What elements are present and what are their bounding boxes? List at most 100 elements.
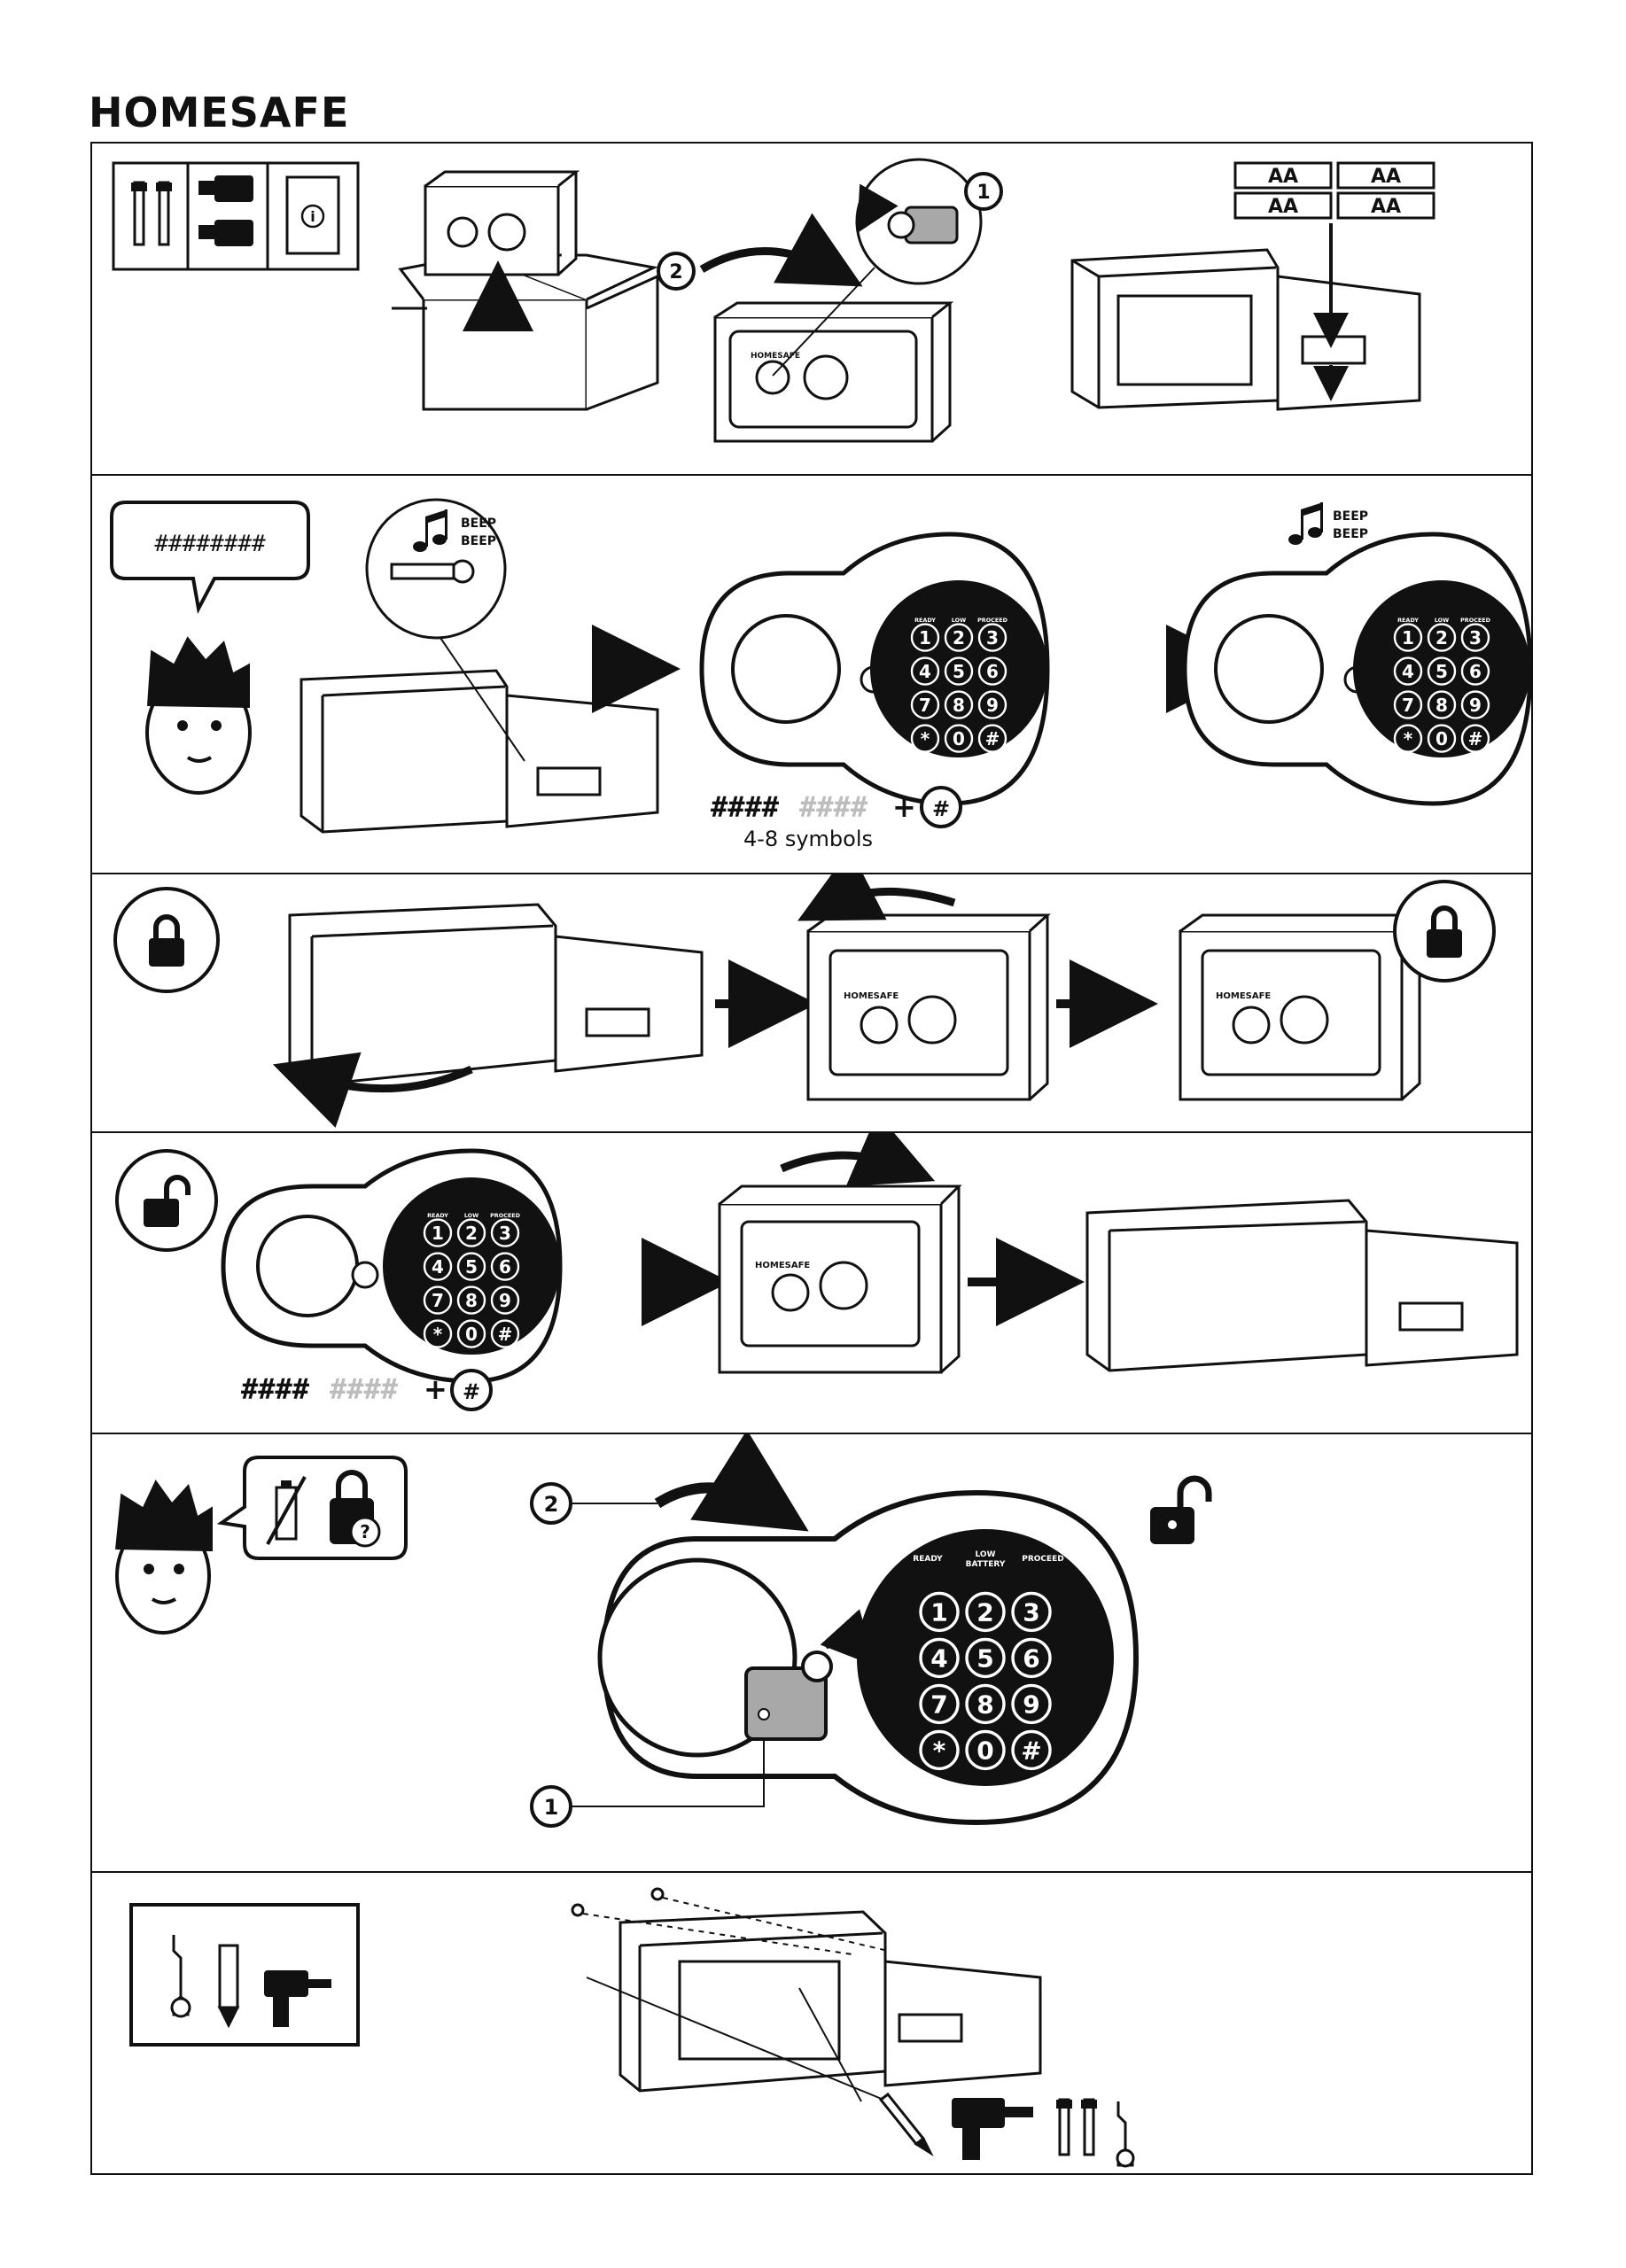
battery-label: AA [1268,196,1298,218]
keypad-key[interactable]: 2 [944,623,974,652]
keypad-key[interactable]: 0 [456,1319,486,1348]
safe-unboxing [392,170,659,411]
keypad-key[interactable]: 8 [965,1683,1006,1725]
svg-text:2: 2 [544,1492,559,1517]
keypad-key[interactable]: 8 [944,690,974,719]
keypad-key[interactable]: # [490,1319,520,1348]
indicator-label: READY [914,617,936,624]
keypad-key-label: # [985,728,1000,750]
keypad-key[interactable]: 7 [1393,690,1423,719]
keypad-key-label: 1 [432,1223,444,1244]
keypad-key[interactable]: 4 [423,1252,453,1281]
document-title: HOMESAFE [89,89,350,136]
safe-door-open [288,903,704,1087]
low-battery-icon [266,1476,307,1545]
contents-box [112,161,360,271]
keypad-key[interactable]: 1 [423,1218,453,1247]
keypad-key[interactable]: 5 [1427,656,1457,686]
keypad-key-label: 8 [953,695,965,716]
keypad-key-label: 7 [1402,695,1414,716]
keypad-key-label: 6 [1023,1643,1039,1673]
keypad-key[interactable]: 0 [965,1729,1006,1771]
keypad-key[interactable]: * [910,724,940,753]
keypad-key[interactable]: 7 [910,690,940,719]
keypad-key[interactable]: 3 [1011,1591,1052,1633]
face-icon [115,1480,213,1635]
keypad-key-label: 0 [1435,728,1448,750]
keypad-key[interactable]: 7 [919,1683,960,1725]
keypad-key[interactable]: * [919,1729,960,1771]
keypad-key-label: 5 [465,1256,478,1278]
keypad-key[interactable]: 4 [910,656,940,686]
keypad-key-label: 4 [1402,661,1414,682]
keypad-key-label: 8 [976,1689,993,1719]
indicator-label: LOW [464,1212,478,1219]
keypad-key[interactable]: 1 [919,1591,960,1633]
indicator-label: LOW [1435,617,1449,624]
keypad-key-label: 9 [1023,1689,1039,1719]
keypad-key[interactable]: 8 [1427,690,1457,719]
keypad-key[interactable]: 9 [1011,1683,1052,1725]
keypad-key[interactable]: 5 [456,1252,486,1281]
safe-closed [806,913,1051,1101]
svg-text:2: 2 [669,261,682,284]
keypad-key[interactable]: * [1393,724,1423,753]
wrench-icon [170,1935,191,2018]
keypad-key[interactable]: 6 [1011,1637,1052,1679]
plus-sign: + [424,1372,447,1406]
svg-text:?: ? [360,1521,370,1542]
keypad-key[interactable]: # [977,724,1007,753]
keypad-key[interactable]: 5 [944,656,974,686]
indicator-label: LOW [952,617,966,624]
emergency-key-icon [744,1609,876,1741]
battery-group: AA AA AA AA [1233,161,1435,220]
beep-text: BEEP [461,534,496,548]
keypad-key[interactable]: 6 [1460,656,1490,686]
keypad-key[interactable]: # [1011,1729,1052,1771]
keypad-key[interactable]: 2 [965,1591,1006,1633]
keypad-key[interactable]: 6 [977,656,1007,686]
keypad-key-label: 0 [465,1324,478,1345]
keypad-key[interactable]: 2 [456,1218,486,1247]
keypad-key[interactable]: 8 [456,1285,486,1315]
step-set-code-panel: ######## BEEP [90,476,1533,873]
keypad-key[interactable]: 9 [977,690,1007,719]
keypad-key[interactable]: 4 [919,1637,960,1679]
keypad-key[interactable]: 7 [423,1285,453,1315]
callout-1: 1 [964,172,1003,211]
face-icon [145,636,252,795]
screw-icon [1056,2098,1097,2156]
keypad-key[interactable]: 5 [965,1637,1006,1679]
keypad-key[interactable]: 1 [1393,623,1423,652]
callout-2: 2 [657,252,696,291]
safe-brand-label: HOMESAFE [844,991,899,1001]
keypad-key-label: 4 [930,1643,947,1673]
keypad-key-label: 0 [976,1736,993,1765]
keypad-key[interactable]: 9 [1460,690,1490,719]
safe-open-battery [1070,248,1421,411]
indicator-label-proceed: PROCEED [1022,1555,1064,1564]
code-hash-dark: #### [711,790,780,824]
mount-hole-marker [571,1903,585,1917]
confirm-key-icon [450,1369,493,1411]
keypad-key[interactable]: 1 [910,623,940,652]
drill-icon [952,2098,1033,2160]
keypad-key[interactable]: 3 [977,623,1007,652]
keypad-key[interactable]: 3 [1460,623,1490,652]
keypad-key[interactable]: 0 [944,724,974,753]
keypad-key[interactable]: # [1460,724,1490,753]
keypad-key[interactable]: 2 [1427,623,1457,652]
keypad-key-label: 6 [986,661,999,682]
unlocked-icon-circle [115,1149,218,1252]
keypad-key-label: 2 [1435,627,1448,649]
keypad-key[interactable]: 9 [490,1285,520,1315]
keypad-key-label: 1 [1402,627,1414,649]
keypad-key[interactable]: 6 [490,1252,520,1281]
keypad-key[interactable]: 0 [1427,724,1457,753]
keypad-key[interactable]: 4 [1393,656,1423,686]
safe-door-open [1085,1199,1519,1372]
keypad-key[interactable]: * [423,1319,453,1348]
keypad-key-label: 2 [976,1597,993,1627]
keypad-key[interactable]: 3 [490,1218,520,1247]
keypad-key-label: 9 [986,695,999,716]
